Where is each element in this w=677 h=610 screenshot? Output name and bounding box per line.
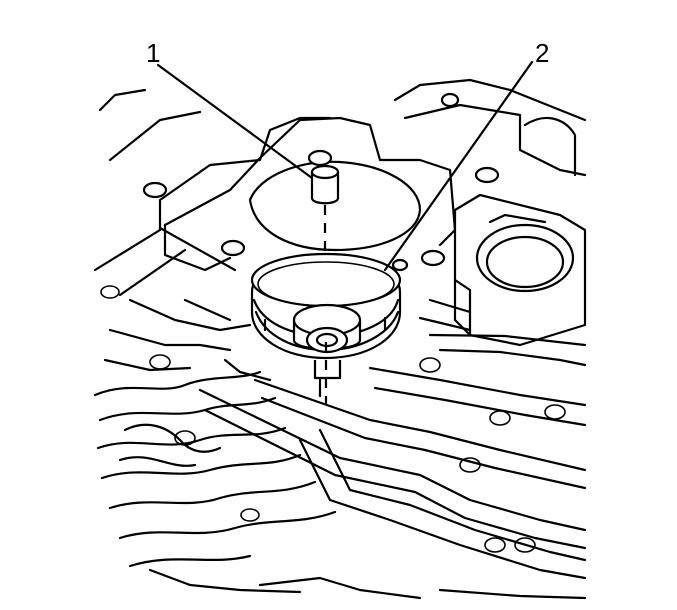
valve-body-channels [93, 285, 587, 600]
leader-line-1 [156, 63, 314, 180]
callout-label-2: 2 [535, 38, 549, 68]
leader-line-2 [383, 60, 534, 272]
callout-label-1: 1 [146, 38, 160, 68]
piston-pin [310, 164, 340, 205]
accumulator-housing [93, 78, 587, 347]
accumulator-piston [250, 252, 402, 398]
